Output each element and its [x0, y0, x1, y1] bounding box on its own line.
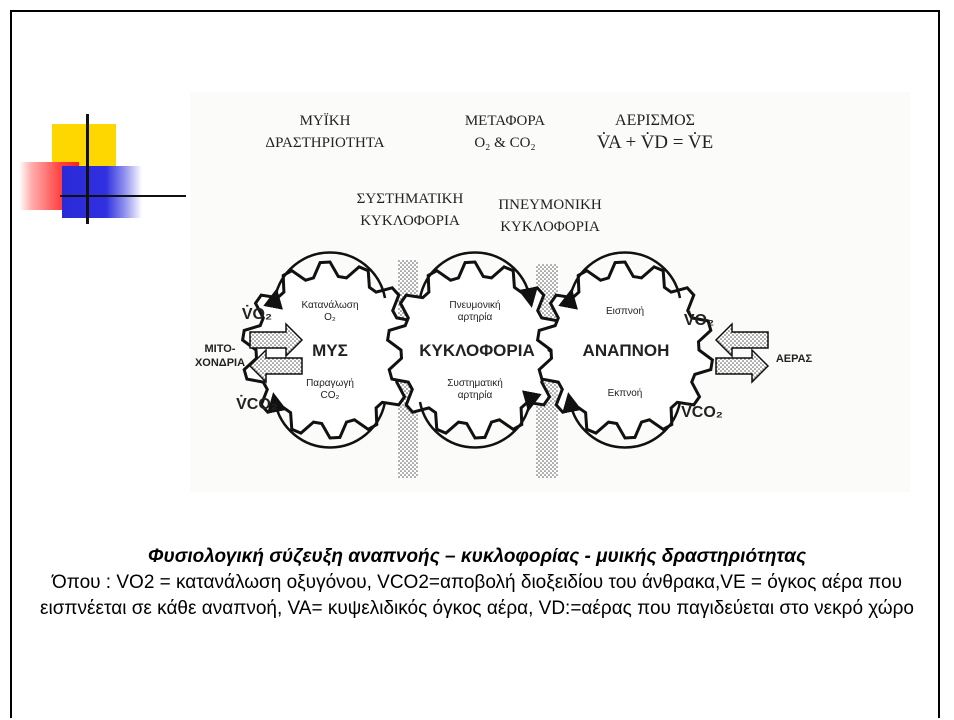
- gear-system: [240, 251, 770, 478]
- arrow-co2-out-left: [248, 348, 303, 384]
- arrow-breath-bottom: [562, 392, 682, 449]
- arrow-muscle-bottom: [267, 392, 387, 449]
- decor-vertical-line: [86, 114, 89, 224]
- gear-label-circulation: ΚΥΚΛΟΦΟΡΙΑ: [419, 341, 535, 360]
- label-air: ΑΕΡΑΣ: [775, 353, 813, 365]
- gear-label-muscle: ΜΥΣ: [312, 341, 348, 360]
- gear-label-breathing: ΑΝΑΠΝΟΗ: [582, 341, 670, 360]
- coupling-diagram: ΜΥΪΚΗ ΔΡΑΣΤΗΡΙΟΤΗΤΑ ΜΕΤΑΦΟΡΑ O₂ & CO₂ ΑΕ…: [190, 92, 910, 492]
- arrow-o2-in-right: [714, 322, 769, 358]
- label-vo2-right: V̇O₂: [683, 312, 715, 329]
- decor-horizontal-line: [60, 195, 186, 197]
- label-vco2-left: V̇CO₂: [236, 396, 278, 413]
- caption-title: Φυσιολογική σύζευξη αναπνοής – κυκλοφορί…: [147, 546, 807, 567]
- arrow-muscle-top: [263, 251, 387, 310]
- label-muscular-activity: ΜΥΪΚΗ ΔΡΑΣΤΗΡΙΟΤΗΤΑ: [265, 113, 385, 151]
- caption: Φυσιολογική σύζευξη αναπνοής – κυκλοφορί…: [30, 544, 924, 622]
- label-systemic-circulation: ΣΥΣΤΗΜΑΤΙΚΗ ΚΥΚΛΟΦΟΡΙΑ: [356, 191, 464, 229]
- label-mitochondria: ΜΙΤΟ-ΧΟΝΔΡΙΑ: [194, 343, 246, 369]
- caption-body: Όπου : VO2 = κατανάλωση οξυγόνου, VCO2=α…: [40, 572, 914, 619]
- arrow-circ-top: [418, 251, 538, 308]
- label-pulmonary-circulation: ΠΝΕΥΜΟΝΙΚΗ ΚΥΚΛΟΦΟΡΙΑ: [498, 197, 602, 235]
- arrow-co2-out-right: [715, 348, 770, 384]
- arrow-breath-top: [558, 251, 682, 310]
- note-breathing-bottom: Εκπνοή: [607, 388, 643, 399]
- label-transport: ΜΕΤΑΦΟΡΑ O₂ & CO₂: [464, 113, 546, 151]
- label-vco2-right: V̇CO₂: [681, 404, 723, 421]
- label-ventilation: ΑΕΡΙΣΜΟΣ V̇A + V̇D = V̇E: [596, 112, 714, 153]
- note-breathing-top: Εισπνοή: [605, 306, 645, 317]
- arrow-o2-in-left: [249, 322, 304, 358]
- decor-blue-square: [62, 166, 142, 218]
- label-vo2-left: V̇O₂: [241, 306, 273, 323]
- slide-frame: [10, 10, 940, 718]
- arrow-circ-bottom: [418, 390, 542, 449]
